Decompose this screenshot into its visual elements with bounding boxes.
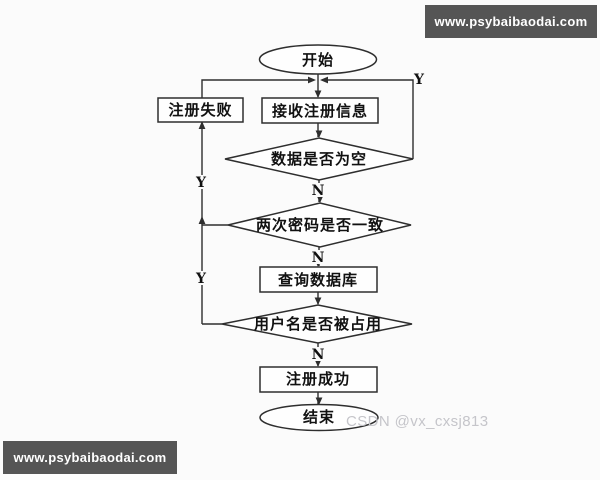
branch-label-bg: [311, 347, 326, 361]
node-query-database: 查询数据库: [259, 266, 378, 293]
branch-label-bg: [311, 250, 326, 264]
node-end: 结束: [259, 403, 379, 432]
branch-label-data-empty-no: N: [312, 183, 325, 199]
node-receive-info: 接收注册信息: [261, 97, 379, 124]
node-register-fail-shape: [157, 97, 244, 123]
node-check-password-match-label: 两次密码是否一致: [256, 216, 384, 234]
edge-fail-loop-top: [201, 79, 314, 98]
node-receive-info-shape: [261, 97, 379, 124]
arrowhead-into-data-check: [315, 130, 323, 138]
branch-label-bg: [194, 175, 208, 189]
node-receive-info-label: 接收注册信息: [272, 102, 368, 120]
branch-label-username-yes: Y: [195, 271, 207, 287]
arrowhead-into-receive: [314, 90, 322, 98]
node-check-username-taken-label: 用户名是否被占用: [254, 315, 382, 333]
branch-labels: Y N Y N Y N: [194, 72, 425, 363]
node-start-shape: [258, 44, 378, 75]
node-register-fail-label: 注册失败: [168, 101, 232, 119]
node-register-success-shape: [259, 366, 378, 393]
node-query-database-shape: [259, 266, 378, 293]
node-check-password-match-shape: [227, 202, 412, 248]
node-register-success-label: 注册成功: [286, 370, 350, 388]
csdn-watermark-text: CSDN @vx_cxsj813: [346, 413, 489, 430]
branch-label-bg: [194, 271, 208, 285]
node-check-data-empty: 数据是否为空: [224, 137, 414, 181]
node-end-label: 结束: [303, 408, 335, 426]
watermark-banner-top: www.psybaibaodai.com: [425, 5, 597, 38]
node-check-username-taken: 用户名是否被占用: [221, 304, 413, 344]
watermark-banner-bottom: www.psybaibaodai.com: [3, 441, 177, 474]
node-query-database-label: 查询数据库: [278, 271, 358, 289]
node-start: 开始: [258, 44, 378, 75]
node-register-fail: 注册失败: [157, 97, 244, 123]
branch-label-username-no: N: [312, 347, 325, 363]
branch-label-bg: [311, 183, 326, 197]
arrowhead-junction-from-right: [320, 76, 328, 84]
branch-label-password-no: N: [312, 250, 325, 266]
node-start-label: 开始: [302, 51, 334, 69]
node-check-password-match: 两次密码是否一致: [227, 202, 412, 248]
edge-data-empty-yes: [322, 79, 414, 159]
arrowhead-into-username-check: [314, 297, 322, 305]
node-end-shape: [259, 403, 379, 432]
arrowhead-left-feedback-up: [198, 216, 206, 224]
node-check-data-empty-shape: [224, 137, 414, 181]
node-check-username-taken-shape: [221, 304, 413, 344]
node-check-data-empty-label: 数据是否为空: [271, 150, 367, 168]
branch-label-password-yes: Y: [195, 175, 207, 191]
node-register-success: 注册成功: [259, 366, 378, 393]
arrowhead-into-fail: [198, 121, 206, 129]
arrowhead-into-end: [315, 397, 323, 405]
arrowhead-into-success: [314, 359, 322, 367]
branch-label-data-empty-yes: Y: [413, 72, 425, 88]
arrowhead-junction-from-left: [308, 76, 316, 84]
arrowhead-into-password-check: [316, 195, 324, 203]
